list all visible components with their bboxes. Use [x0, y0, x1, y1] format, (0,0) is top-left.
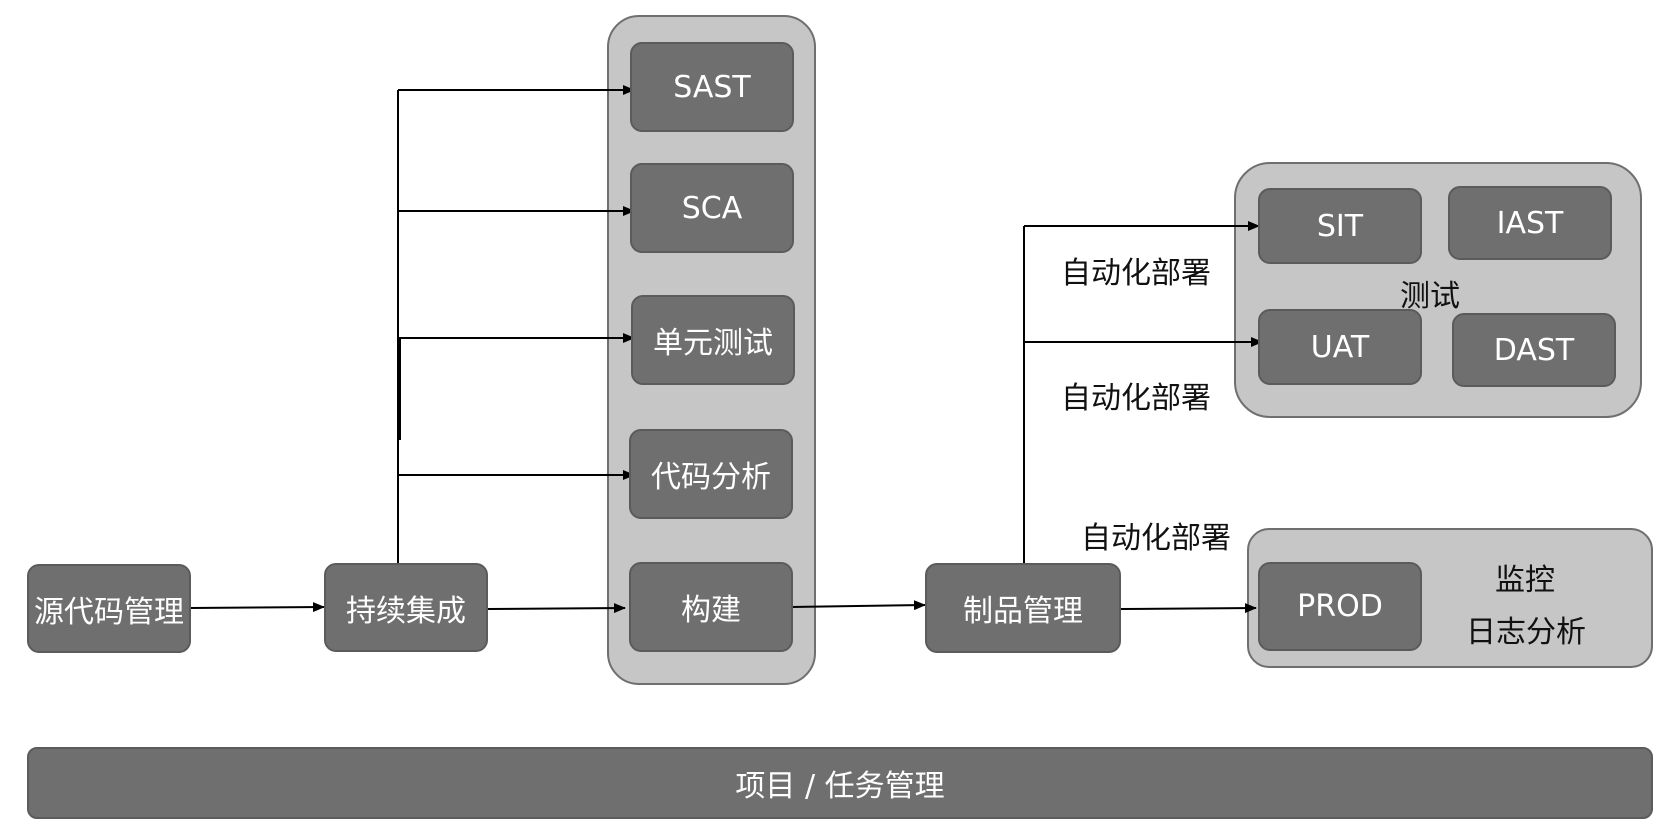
monitor-label: 监控: [1495, 563, 1555, 598]
sast-box: SAST: [630, 42, 794, 132]
sca-box: SCA: [630, 163, 794, 253]
auto-deploy-label-2: 自动化部署: [1061, 381, 1211, 416]
auto-deploy-label-1: 自动化部署: [1061, 256, 1211, 291]
arrow-ci-to-build: [487, 603, 626, 614]
log-analysis-label: 日志分析: [1466, 615, 1586, 650]
auto-deploy-label-3: 自动化部署: [1081, 521, 1231, 556]
sit-box: SIT: [1258, 188, 1422, 264]
uat-box: UAT: [1258, 309, 1422, 385]
code-analysis-box: 代码分析: [629, 429, 793, 519]
prod-box: PROD: [1258, 562, 1422, 651]
arrow-artifact-to-prod: [1120, 603, 1257, 614]
arrow-source-to-ci: [190, 602, 325, 613]
source-code-management-box: 源代码管理: [27, 564, 191, 653]
unit-test-box: 单元测试: [631, 295, 795, 385]
build-box: 构建: [629, 562, 793, 652]
project-task-management-bar: 项目 / 任务管理: [27, 747, 1653, 819]
test-group-label: 测试: [1400, 279, 1460, 314]
continuous-integration-box: 持续集成: [324, 563, 488, 652]
dast-box: DAST: [1452, 313, 1616, 387]
arrow-build-to-artifact: [790, 600, 926, 611]
artifact-management-box: 制品管理: [925, 563, 1121, 653]
iast-box: IAST: [1448, 186, 1612, 260]
